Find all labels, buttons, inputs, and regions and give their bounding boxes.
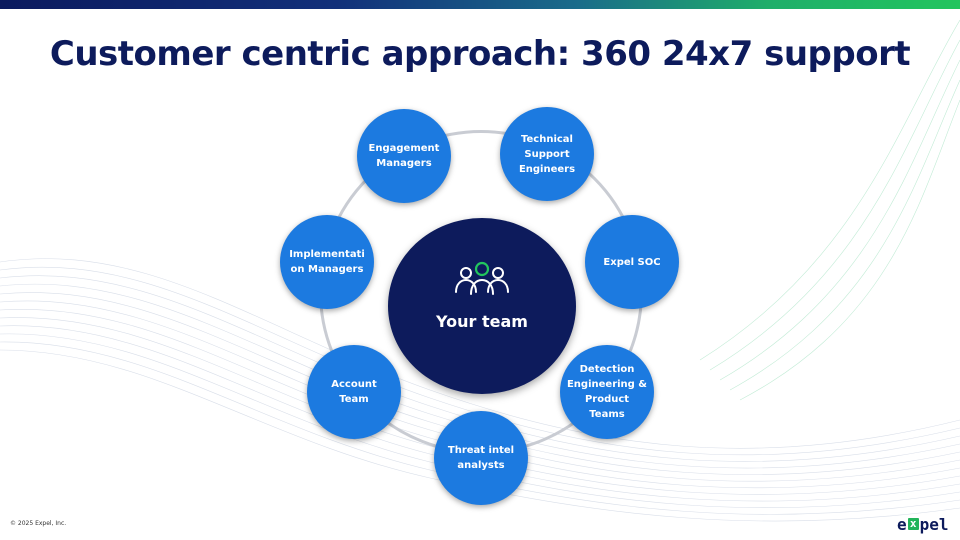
node-label: Detection Engineering & Product Teams — [566, 364, 648, 420]
top-gradient-bar — [0, 0, 960, 9]
team-people-icon — [455, 261, 509, 295]
center-your-team: Your team — [388, 218, 576, 394]
node-label: Technical Support Engineers — [518, 133, 576, 175]
node-label: Account Team — [331, 379, 377, 405]
slide-title: Customer centric approach: 360 24x7 supp… — [49, 34, 911, 74]
node-expel-soc: Expel SOC — [585, 215, 679, 309]
copyright-text: © 2025 Expel, Inc. — [10, 520, 67, 527]
node-account-team: Account Team — [307, 345, 401, 439]
logo-post: pel — [919, 514, 949, 534]
node-label: Threat intel analysts — [447, 445, 515, 471]
logo-mark: x — [907, 518, 919, 530]
node-label: Engagement Managers — [368, 143, 440, 169]
logo-pre: e — [897, 514, 907, 534]
node-threat-intel-analysts: Threat intel analysts — [434, 411, 528, 505]
node-technical-support-engineers: Technical Support Engineers — [500, 107, 594, 201]
center-label: Your team — [436, 312, 528, 331]
node-label: Expel SOC — [603, 256, 661, 268]
node-label: Implementati on Managers — [289, 249, 365, 275]
node-engagement-managers: Engagement Managers — [357, 109, 451, 203]
node-implementation-managers: Implementati on Managers — [280, 215, 374, 309]
node-detection-engineering: Detection Engineering & Product Teams — [560, 345, 654, 439]
